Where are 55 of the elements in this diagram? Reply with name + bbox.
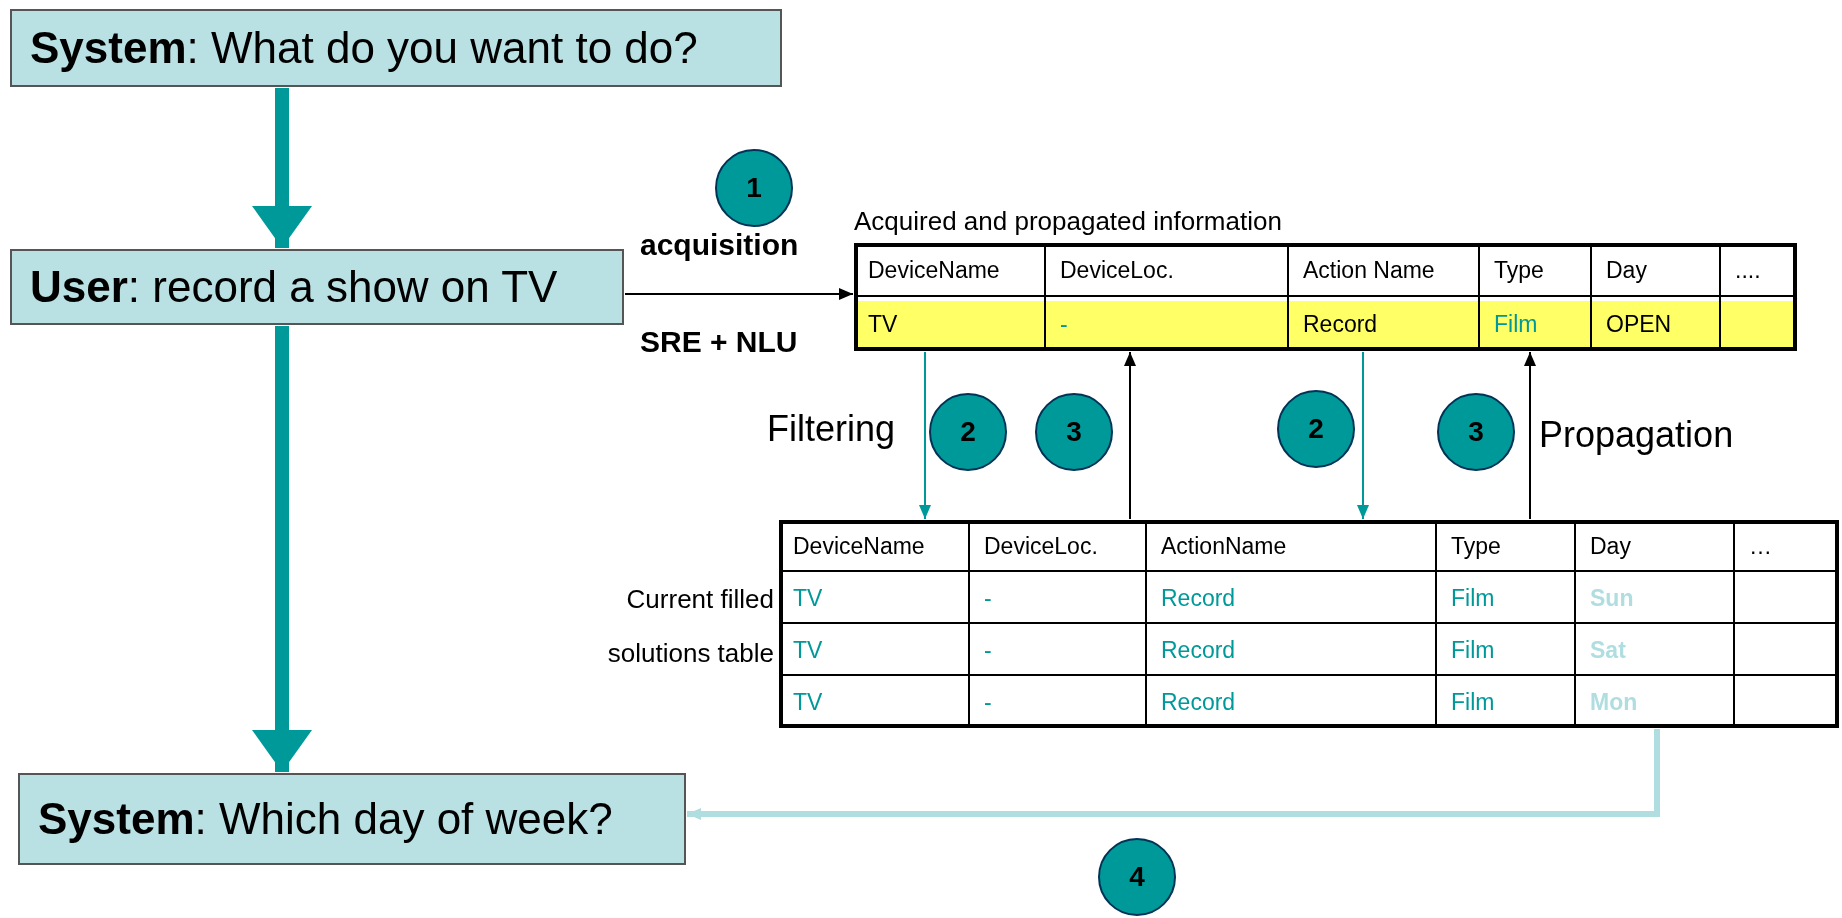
table-cell-text: …	[1748, 531, 1773, 561]
table-cell-text: ActionName	[1160, 531, 1288, 561]
table-cell-text: ....	[1734, 255, 1762, 285]
table-cell-text: Type	[1493, 255, 1545, 285]
table-cell-text: Day	[1605, 255, 1648, 285]
table-title: Acquired and propagated information	[854, 206, 1282, 237]
step-text: Filtering	[767, 408, 896, 450]
arrow	[252, 88, 312, 248]
step-number: 3	[1035, 393, 1113, 471]
arrow	[919, 351, 931, 520]
table-cell-text: Film	[1450, 687, 1496, 717]
step-number: 2	[929, 393, 1007, 471]
table-cell-text: TV	[792, 583, 824, 613]
arrow	[1357, 351, 1369, 520]
table-cell-text: Record	[1160, 687, 1237, 717]
table-cell-text: Film	[1450, 635, 1496, 665]
table-cell-text: -	[983, 583, 993, 613]
edge-label: acquisition	[640, 228, 799, 262]
table-cell-text: DeviceLoc.	[983, 531, 1099, 561]
table-cell-text: TV	[867, 309, 899, 339]
arrow	[1124, 351, 1136, 520]
dialog-box: User: record a show on TV	[10, 249, 624, 325]
table-cell-text: Film	[1450, 583, 1496, 613]
table-cell-text: Day	[1589, 531, 1632, 561]
table-cell-text: Type	[1450, 531, 1502, 561]
arrow	[252, 326, 312, 772]
table-cell-text: DeviceName	[867, 255, 1001, 285]
table-cell-text: Mon	[1589, 687, 1639, 717]
table-cell-text: Record	[1302, 309, 1379, 339]
arrow	[687, 729, 1660, 820]
arrow	[624, 288, 854, 300]
table-cell-text: OPEN	[1605, 309, 1673, 339]
step-number: 4	[1098, 838, 1176, 916]
table-cell-text: Action Name	[1302, 255, 1436, 285]
table-cell-text: Record	[1160, 583, 1237, 613]
table-cell-text: -	[1059, 309, 1069, 339]
table-cell-text: TV	[792, 687, 824, 717]
dialog-box: System: Which day of week?	[18, 773, 686, 865]
table-cell-text: TV	[792, 635, 824, 665]
step-number: 1	[715, 149, 793, 227]
table-cell-text: Sat	[1589, 635, 1627, 665]
dialog-box: System: What do you want to do?	[10, 9, 782, 87]
arrow	[1524, 351, 1536, 520]
table-cell-text: Sun	[1589, 583, 1635, 613]
table-cell-text: Record	[1160, 635, 1237, 665]
table-cell-text: DeviceLoc.	[1059, 255, 1175, 285]
table-cell-text: -	[983, 687, 993, 717]
step-text: SRE + NLU	[640, 325, 798, 359]
step-number: 2	[1277, 390, 1355, 468]
table-cell-text: DeviceName	[792, 531, 926, 561]
table-cell-text: -	[983, 635, 993, 665]
table-cell-text: Film	[1493, 309, 1539, 339]
step-number: 3	[1437, 393, 1515, 471]
table-caption: Current filled solutions table	[606, 583, 774, 670]
step-text: Propagation	[1539, 414, 1734, 456]
